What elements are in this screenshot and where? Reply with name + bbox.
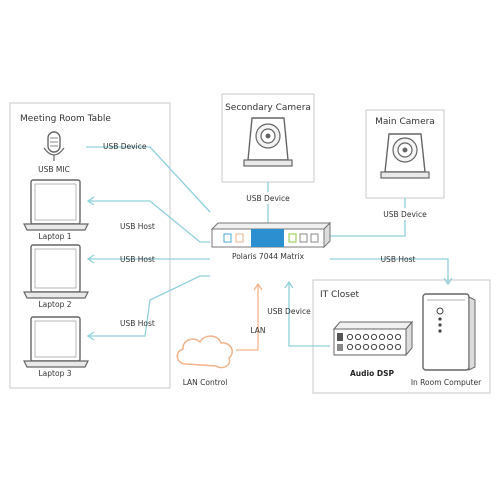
mic-usb-device-label: USB Device — [103, 142, 147, 151]
laptop-3-label: Laptop 3 — [39, 369, 72, 378]
it-closet-title: IT Closet — [320, 290, 360, 300]
laptop3-usb-connector — [88, 275, 210, 337]
in-room-computer-icon — [422, 293, 476, 371]
computer-arrow-icon — [443, 277, 453, 286]
computer-usb-host-label: USB Host — [381, 255, 416, 264]
audio-dsp-label: Audio DSP — [350, 369, 394, 378]
dsp-usb-connector — [288, 282, 330, 347]
laptop-1-label: Laptop 1 — [39, 232, 72, 241]
laptop1-usb-host-label: USB Host — [120, 222, 155, 231]
secondary-camera-icon — [243, 117, 293, 167]
laptop1-usb-connector — [88, 200, 210, 243]
laptop2-arrow-icon — [86, 254, 95, 264]
audio-dsp-device — [332, 320, 414, 357]
secondary-camera-usb-device-label: USB Device — [246, 194, 290, 203]
lan-control-label: LAN Control — [183, 378, 228, 387]
laptop-2-label: Laptop 2 — [39, 300, 72, 309]
laptop-1-icon — [23, 179, 89, 231]
matrix-accent-panel — [251, 229, 284, 247]
lan-label: LAN — [250, 326, 265, 335]
laptop3-arrow-icon — [86, 331, 95, 341]
usb-mic-icon — [43, 131, 65, 161]
main-camera-title: Main Camera — [375, 117, 435, 127]
matrix-device — [210, 221, 332, 249]
mic-usb-connector — [86, 146, 211, 213]
meeting-room-title: Meeting Room Table — [20, 114, 111, 124]
laptop-2-icon — [23, 244, 89, 299]
laptop2-usb-host-label: USB Host — [120, 255, 155, 264]
lan-arrow-icon — [253, 282, 263, 291]
dsp-usb-device-label: USB Device — [267, 307, 311, 316]
cloud-icon — [176, 335, 233, 369]
secondary-camera-title: Secondary Camera — [225, 103, 311, 113]
laptop3-usb-host-label: USB Host — [120, 319, 155, 328]
computer-usb-connector — [330, 258, 449, 284]
laptop1-arrow-icon — [86, 196, 95, 206]
main-camera-usb-device-label: USB Device — [383, 210, 427, 219]
matrix-label: Polaris 7044 Matrix — [232, 252, 305, 261]
lan-connector — [236, 284, 259, 351]
usb-mic-label: USB MIC — [38, 165, 70, 174]
main-camera-icon — [380, 133, 430, 179]
laptop-3-icon — [23, 316, 89, 368]
dsp-arrow-icon — [284, 280, 294, 289]
in-room-computer-label: In Room Computer — [411, 378, 482, 387]
